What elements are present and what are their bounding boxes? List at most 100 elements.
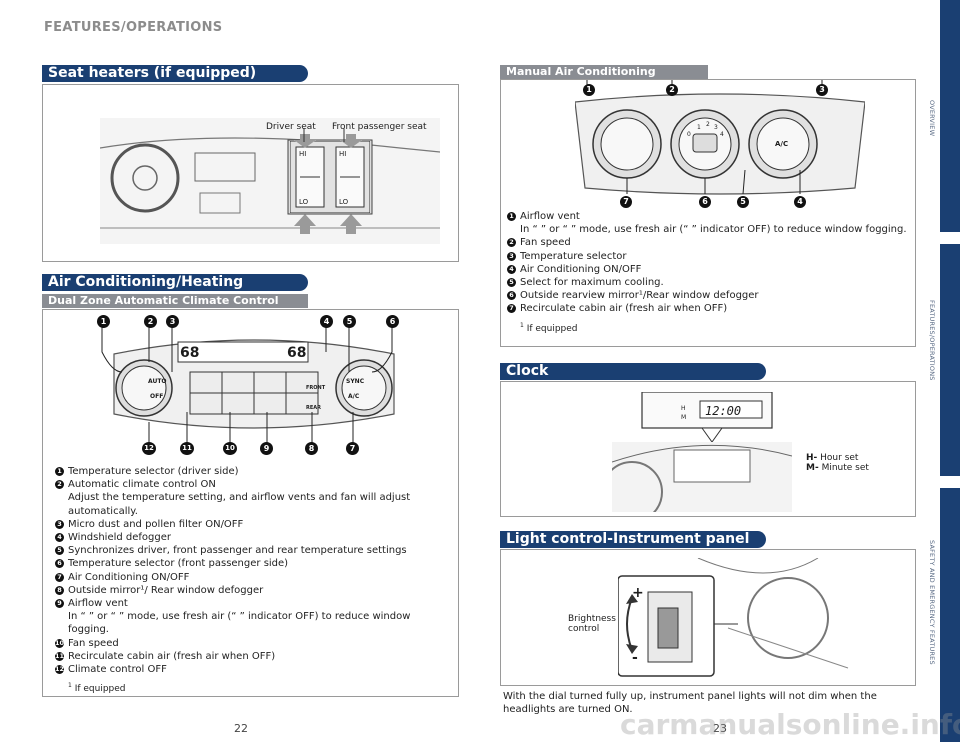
seat-heater-arrows bbox=[294, 134, 362, 234]
item-text: Automatic climate control ON bbox=[68, 479, 216, 491]
clock-h-desc: Hour set bbox=[820, 453, 859, 463]
manual-ac-feature-list: 1 Airflow vent In “ ” or “ ” mode, use fr… bbox=[507, 210, 907, 336]
item-text: Recirculate cabin air (fresh air when OF… bbox=[520, 303, 728, 315]
fan-speed-0: 0 bbox=[687, 131, 691, 138]
driver-seat-label: Driver seat bbox=[266, 122, 316, 132]
item-text: Temperature selector (front passenger si… bbox=[68, 558, 289, 570]
callout-12: 12 bbox=[142, 442, 156, 455]
item-text: Temperature selector (driver side) bbox=[68, 466, 239, 477]
item-number: 7 bbox=[55, 572, 64, 582]
manual-callout-7: 7 bbox=[620, 196, 632, 208]
light-control-title: Light control-Instrument panel bbox=[506, 531, 750, 547]
brightness-minus: - bbox=[632, 650, 638, 666]
clock-h-key: H bbox=[681, 405, 686, 412]
item-number: 2 bbox=[55, 480, 64, 490]
temp-left-display: 68 bbox=[180, 345, 200, 361]
callout-1: 1 bbox=[97, 315, 110, 328]
item-text: Air Conditioning ON/OFF bbox=[520, 263, 642, 275]
item-number: 6 bbox=[55, 559, 64, 569]
item-text: Temperature selector bbox=[520, 250, 627, 262]
item-number: 1 bbox=[55, 467, 64, 476]
item-number: 11 bbox=[55, 651, 65, 661]
light-control-illustration bbox=[618, 558, 849, 677]
manual-ac-subbar: Manual Air Conditioning bbox=[500, 65, 708, 79]
sync-button-label: SYNC bbox=[346, 378, 365, 385]
manual-callout-4: 4 bbox=[794, 196, 806, 208]
side-tab-overview[interactable] bbox=[940, 0, 960, 232]
callout-5: 5 bbox=[343, 315, 356, 328]
callout-6: 6 bbox=[386, 315, 399, 328]
air-conditioning-title: Air Conditioning/Heating bbox=[48, 274, 244, 290]
fan-speed-1: 1 bbox=[697, 124, 701, 131]
clock-illustration bbox=[612, 392, 792, 512]
list-item: 8 Outside mirror¹/ Rear window defogger bbox=[55, 584, 450, 597]
brightness-label: Brightness control bbox=[568, 614, 616, 634]
item-subtext: In “ ” or “ ” mode, use fresh air (“ ” i… bbox=[520, 224, 907, 236]
item-number: 3 bbox=[55, 519, 64, 529]
off-button-label: OFF bbox=[150, 393, 164, 400]
manual-ac-dial-label: A/C bbox=[775, 140, 789, 148]
clock-h-label: H- bbox=[806, 453, 818, 463]
manual-ac-title: Manual Air Conditioning bbox=[506, 65, 656, 78]
climate-callout-lines bbox=[101, 322, 393, 444]
item-number: 4 bbox=[55, 533, 64, 543]
side-tab-safety[interactable] bbox=[940, 488, 960, 742]
driver-lo-label: LO bbox=[299, 198, 309, 206]
air-conditioning-banner: Air Conditioning/Heating bbox=[42, 274, 308, 291]
clock-display: 12:00 bbox=[705, 404, 742, 418]
callout-2: 2 bbox=[144, 315, 157, 328]
fan-speed-4: 4 bbox=[720, 131, 724, 138]
seat-heaters-banner: Seat heaters (if equipped) bbox=[42, 65, 308, 82]
item-number: 6 bbox=[507, 291, 516, 301]
light-control-desc-line1: With the dial turned fully up, instrumen… bbox=[503, 691, 877, 702]
footnote-mark: 1 bbox=[68, 682, 72, 690]
driver-hi-label: HI bbox=[299, 150, 307, 158]
fan-speed-3: 3 bbox=[714, 124, 718, 131]
callout-8: 8 bbox=[305, 442, 318, 455]
item-text: Airflow vent bbox=[520, 211, 580, 222]
climate-panel-illustration bbox=[113, 339, 395, 429]
side-label-safety: SAFETY AND EMERGENCY FEATURES bbox=[928, 540, 936, 665]
callout-7: 7 bbox=[346, 442, 359, 455]
side-label-features: FEATURES/OPERATIONS bbox=[928, 300, 936, 381]
item-subtext: Adjust the temperature setting, and airf… bbox=[68, 492, 411, 517]
side-label-overview: OVERVIEW bbox=[928, 100, 936, 137]
seat-heaters-title: Seat heaters (if equipped) bbox=[48, 65, 257, 81]
item-text: Outside mirror¹/ Rear window defogger bbox=[68, 584, 264, 596]
watermark-text: carmanualsonline.info bbox=[620, 708, 960, 741]
item-text: Air Conditioning ON/OFF bbox=[68, 571, 190, 583]
fan-speed-2: 2 bbox=[706, 121, 710, 128]
callout-3: 3 bbox=[166, 315, 179, 328]
clock-title: Clock bbox=[506, 363, 549, 379]
item-text: Climate control OFF bbox=[68, 664, 167, 676]
footnote-text: If equipped bbox=[74, 684, 126, 695]
page-number-left: 22 bbox=[234, 722, 248, 735]
side-tab-features[interactable] bbox=[940, 244, 960, 476]
callout-10: 10 bbox=[223, 442, 237, 455]
manual-callout-2: 2 bbox=[666, 84, 678, 96]
clock-m-label: M- bbox=[806, 463, 819, 473]
item-text: Airflow vent bbox=[68, 598, 128, 610]
item-number: 8 bbox=[55, 585, 64, 595]
seat-label-leaders bbox=[303, 128, 345, 142]
item-number: 7 bbox=[507, 304, 516, 314]
clock-m-desc: Minute set bbox=[821, 463, 869, 473]
list-item: 7 Air Conditioning ON/OFF bbox=[55, 571, 450, 584]
manual-callout-5: 5 bbox=[737, 196, 749, 208]
item-number: 5 bbox=[55, 546, 64, 556]
light-control-desc-line2: headlights are turned ON. bbox=[503, 704, 633, 715]
brightness-label-line1: Brightness bbox=[568, 614, 616, 624]
list-item: 1 Temperature selector (driver side) bbox=[55, 465, 450, 478]
item-number: 5 bbox=[507, 278, 516, 288]
clock-legend: H- Hour set M- Minute set bbox=[806, 453, 869, 473]
footnote-mark: 1 bbox=[520, 321, 524, 329]
